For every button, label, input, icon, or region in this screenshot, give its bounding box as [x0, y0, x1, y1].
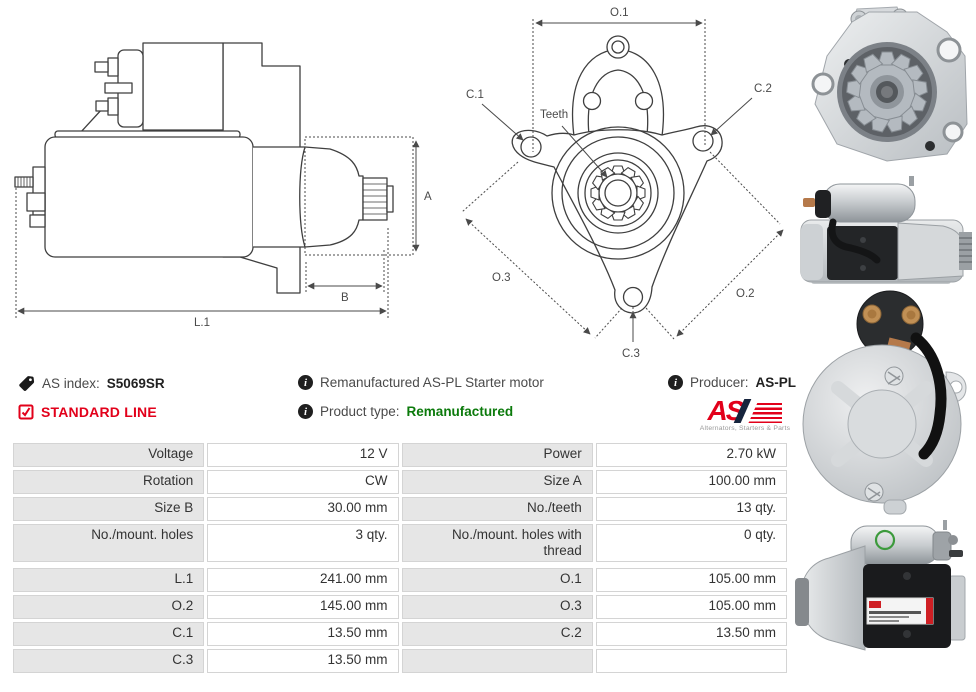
product-photo-rear-view[interactable]	[798, 288, 970, 516]
table-row: C.1 13.50 mm C.2 13.50 mm	[13, 622, 787, 646]
spec-label: No./teeth	[401, 497, 593, 521]
spec-value: 241.00 mm	[207, 568, 399, 592]
description-row: i Remanufactured AS-PL Starter motor	[298, 375, 544, 390]
spec-label: C.3	[13, 649, 205, 673]
spec-label: C.1	[13, 622, 205, 646]
spec-value: 3 qty.	[207, 524, 399, 562]
spec-label: No./mount. holes	[13, 524, 205, 562]
dim-label-o3: O.3	[492, 272, 511, 284]
info-icon: i	[298, 404, 313, 419]
spec-value: 12 V	[207, 443, 399, 467]
as-index-row: AS index: S5069SR	[18, 375, 165, 392]
spec-table-dimensions: L.1 241.00 mm O.1 105.00 mm O.2 145.00 m…	[10, 565, 790, 676]
spec-value: CW	[207, 470, 399, 494]
as-index-value: S5069SR	[106, 376, 165, 391]
spec-value: 13.50 mm	[207, 649, 399, 673]
product-type-value: Remanufactured	[406, 404, 514, 419]
dim-label-b: B	[341, 292, 349, 304]
spec-label: O.3	[401, 595, 593, 619]
technical-drawing-side-view: A B L.1	[14, 42, 432, 329]
table-row: Voltage 12 V Power 2.70 kW	[13, 443, 787, 467]
spec-value: 105.00 mm	[595, 595, 787, 619]
table-row: C.3 13.50 mm	[13, 649, 787, 673]
spec-label: Size A	[401, 470, 593, 494]
spec-value: 13 qty.	[595, 497, 787, 521]
spec-label	[401, 649, 593, 673]
dim-label-o2: O.2	[736, 288, 755, 300]
spec-value: 145.00 mm	[207, 595, 399, 619]
dim-label-o1: O.1	[610, 7, 629, 19]
technical-drawing-front-view: O.1 C.1 C.2 Teeth O.3 O.2 C.3	[461, 7, 784, 360]
spec-value: 105.00 mm	[595, 568, 787, 592]
product-photo-side-solenoid[interactable]	[793, 168, 976, 288]
dim-label-l1: L.1	[194, 317, 210, 329]
spec-label: O.1	[401, 568, 593, 592]
table-row: Size B 30.00 mm No./teeth 13 qty.	[13, 497, 787, 521]
spec-label: C.2	[401, 622, 593, 646]
product-photo-side-label[interactable]	[793, 518, 976, 666]
teeth-label: Teeth	[540, 109, 568, 121]
as-pl-logo: AS Alternators, Starters & Parts	[697, 397, 793, 433]
spec-value: 0 qty.	[595, 524, 787, 562]
spec-label: No./mount. holes with thread	[401, 524, 593, 562]
spec-label: L.1	[13, 568, 205, 592]
logo-tagline: Alternators, Starters & Parts	[699, 425, 791, 432]
spec-value: 100.00 mm	[595, 470, 787, 494]
spec-label: Voltage	[13, 443, 205, 467]
producer-value: AS-PL	[755, 375, 797, 390]
spec-value: 13.50 mm	[595, 622, 787, 646]
dim-label-c1: C.1	[466, 89, 484, 101]
tag-icon	[19, 376, 35, 391]
product-line-label: STANDARD LINE	[41, 404, 157, 420]
dim-label-c3: C.3	[622, 348, 640, 360]
spec-label: Size B	[13, 497, 205, 521]
checkbox-checked-icon	[18, 404, 34, 420]
table-row: O.2 145.00 mm O.3 105.00 mm	[13, 595, 787, 619]
spec-value: 30.00 mm	[207, 497, 399, 521]
product-photo-front-flange[interactable]	[797, 4, 973, 168]
description-text: Remanufactured AS-PL Starter motor	[320, 375, 544, 390]
spec-label: O.2	[13, 595, 205, 619]
table-row: No./mount. holes 3 qty. No./mount. holes…	[13, 524, 787, 562]
spec-label: Rotation	[13, 470, 205, 494]
table-row: L.1 241.00 mm O.1 105.00 mm	[13, 568, 787, 592]
spec-table-top: Voltage 12 V Power 2.70 kW Rotation CW S…	[10, 440, 790, 565]
product-line-row: STANDARD LINE	[18, 404, 157, 420]
spec-label: Power	[401, 443, 593, 467]
dim-label-a: A	[424, 191, 432, 203]
producer-label: Producer:	[690, 375, 749, 390]
logo-stripes-icon	[748, 403, 783, 423]
spec-value	[595, 649, 787, 673]
table-row: Rotation CW Size A 100.00 mm	[13, 470, 787, 494]
dim-label-c2: C.2	[754, 83, 772, 95]
spec-value: 2.70 kW	[595, 443, 787, 467]
spec-value: 13.50 mm	[207, 622, 399, 646]
info-icon: i	[668, 375, 683, 390]
info-icon: i	[298, 375, 313, 390]
product-type-row: i Product type: Remanufactured	[298, 404, 513, 419]
as-index-label: AS index:	[42, 376, 100, 391]
producer-row: i Producer: AS-PL	[668, 375, 796, 390]
product-type-label: Product type:	[320, 404, 400, 419]
